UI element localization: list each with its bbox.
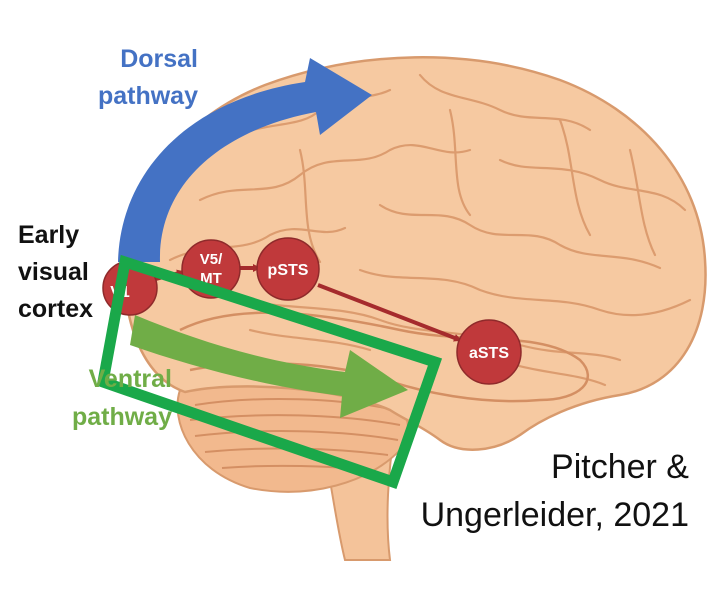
ventral-pathway-arrow — [130, 315, 408, 418]
node-psts-label: pSTS — [268, 262, 309, 279]
node-psts — [256, 237, 320, 301]
ventral-label-line2: pathway — [72, 403, 172, 431]
early-visual-label-line1: Early — [18, 221, 79, 249]
dorsal-label-line2: pathway — [98, 82, 198, 110]
node-v5-label-line1: V5/ — [200, 251, 223, 268]
dorsal-label-line1: Dorsal — [120, 45, 198, 73]
psts-to-asts-arrow — [317, 283, 462, 342]
citation-line2: Ungerleider, 2021 — [421, 496, 689, 534]
ventral-label-line1: Ventral — [89, 365, 172, 393]
early-visual-label-line2: visual — [18, 258, 89, 286]
dorsal-pathway-arrow — [118, 58, 372, 262]
citation-line1: Pitcher & — [551, 448, 689, 486]
early-visual-label-line3: cortex — [18, 295, 93, 323]
ventral-region-box — [96, 254, 443, 489]
node-asts — [456, 319, 522, 385]
node-asts-label: aSTS — [469, 345, 509, 362]
